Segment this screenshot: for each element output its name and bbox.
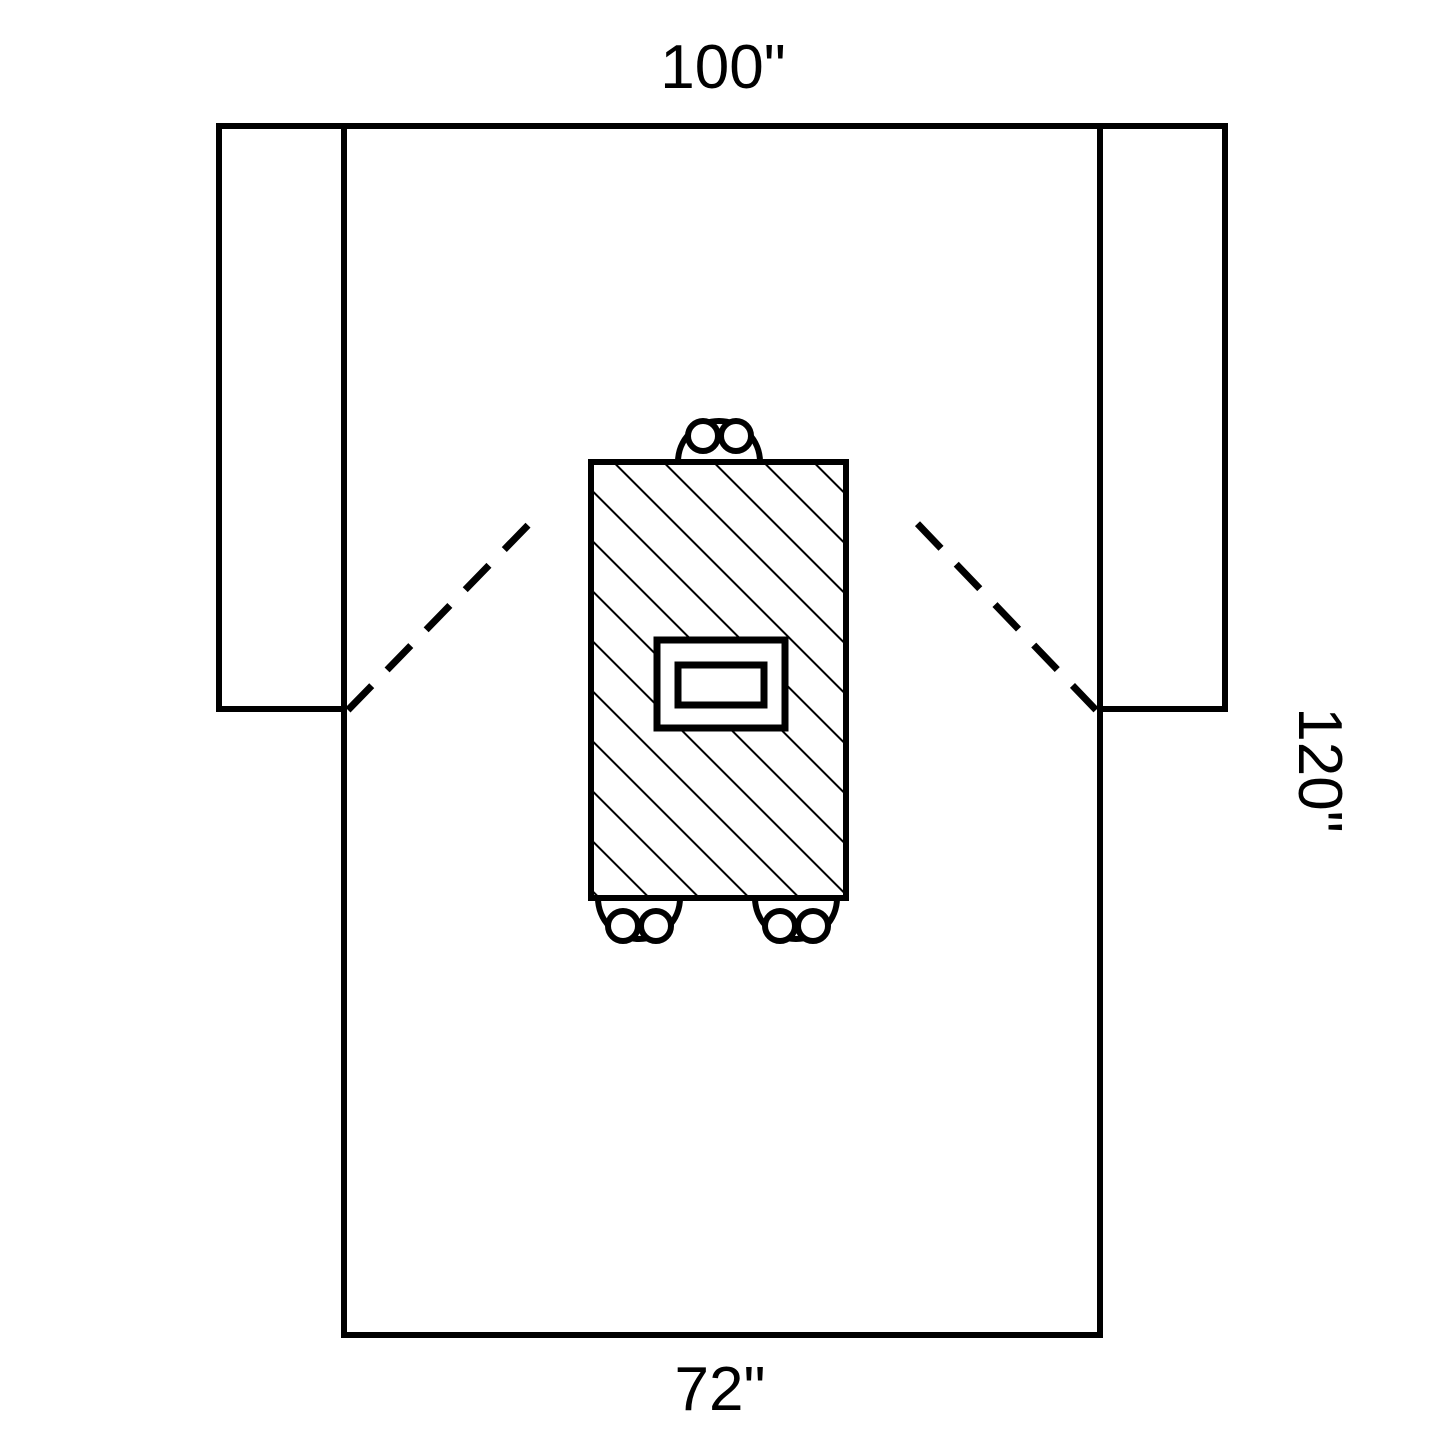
dimension-label-right: 120": [1285, 707, 1354, 832]
table-casters-group: [594, 895, 841, 944]
left-arm-extension: [216, 123, 347, 712]
head-wheel-left-icon: [685, 418, 721, 454]
right-arm-extension: [1097, 123, 1228, 712]
patient-head-marker: [674, 418, 764, 465]
fenestration-window: [653, 636, 789, 732]
dimension-label-top: 100": [660, 33, 785, 102]
right-fold-dashed-line: [909, 515, 1099, 713]
caster-right-wheel-a-icon: [762, 908, 798, 944]
caster-right-wheel-b-icon: [795, 908, 831, 944]
fenestration-inner-opening: [674, 661, 768, 709]
hatch-border: [588, 459, 849, 901]
left-fold-dashed-line: [345, 515, 538, 713]
fold-lines-group: [345, 515, 1099, 713]
head-wheel-right-icon: [718, 418, 754, 454]
dimension-label-bottom: 72": [675, 1355, 766, 1424]
caster-left-wheel-a-icon: [605, 908, 641, 944]
caster-left-wheel-b-icon: [638, 908, 674, 944]
